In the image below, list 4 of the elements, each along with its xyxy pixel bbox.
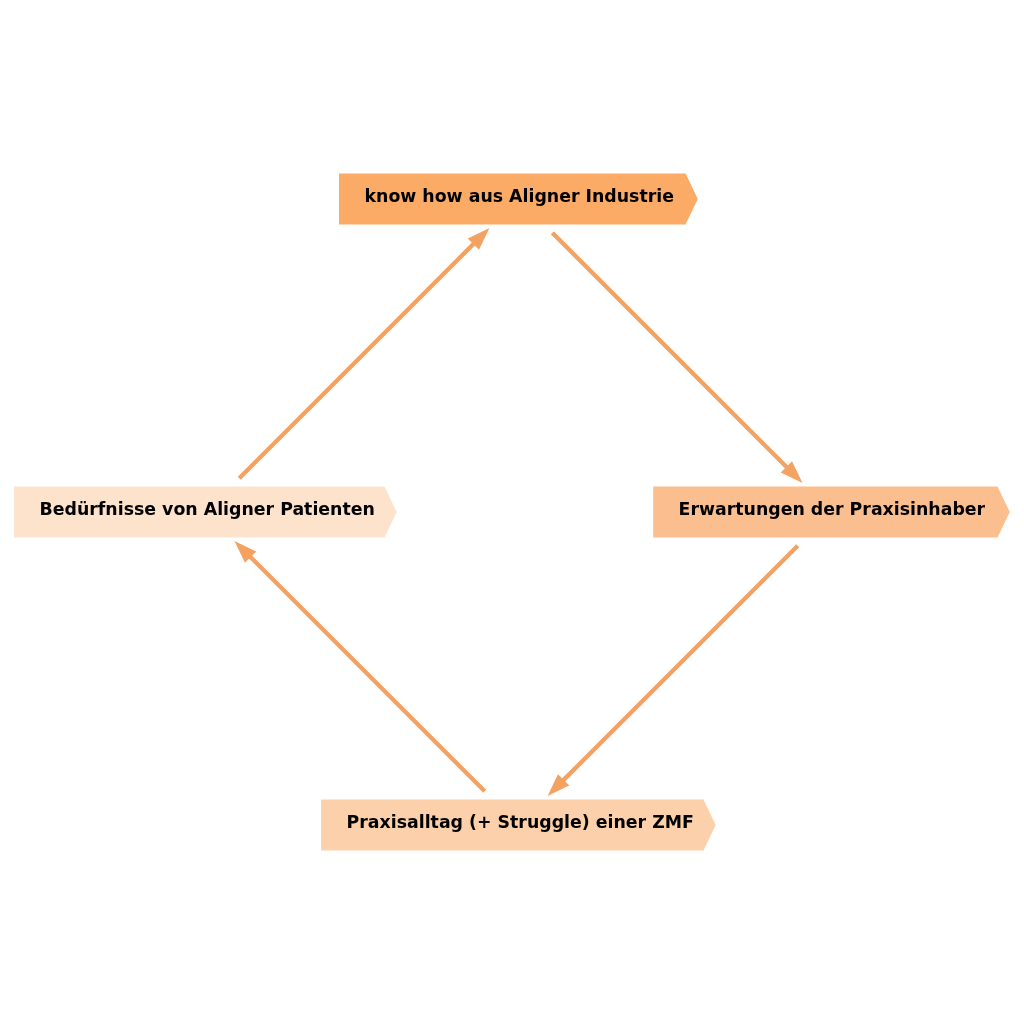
arrow — [550, 231, 803, 483]
arrow — [237, 227, 490, 480]
arrow — [547, 544, 800, 797]
arrow — [234, 541, 487, 793]
